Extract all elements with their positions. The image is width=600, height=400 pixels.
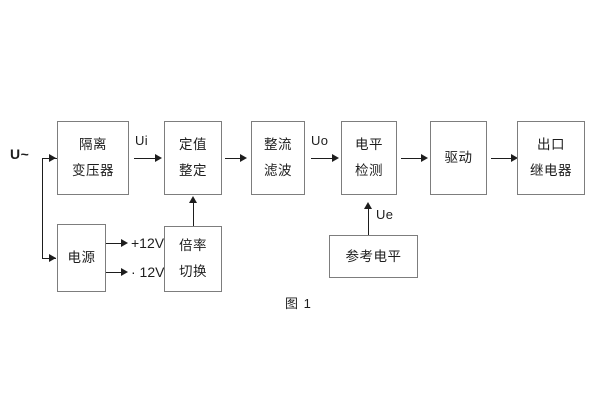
block-reference-level[interactable]: 参考电平 xyxy=(329,235,418,278)
source-branch-vertical-wire xyxy=(42,158,43,258)
block-level-detect[interactable]: 电平 检测 xyxy=(341,121,397,195)
block-power-supply[interactable]: 电源 xyxy=(57,224,106,292)
block-setting-adjust-line2: 整定 xyxy=(179,163,207,178)
rail-negative-label: · 12V xyxy=(131,264,165,280)
rail-positive-label: +12V xyxy=(131,235,165,251)
source-to-transformer-arrowhead xyxy=(49,153,56,162)
signal-uo-label: Uo xyxy=(311,133,329,148)
rectifier-to-level-detect-arrowhead xyxy=(332,153,339,162)
block-isolation-transformer[interactable]: 隔离 变压器 xyxy=(57,121,129,195)
block-rectifier-filter-line2: 滤波 xyxy=(264,163,292,178)
driver-to-output-relay-wire xyxy=(491,158,513,159)
block-level-detect-line1: 电平 xyxy=(355,137,383,153)
block-isolation-transformer-line1: 隔离 xyxy=(79,137,107,153)
block-setting-adjust-line1: 定值 xyxy=(179,137,207,153)
block-output-relay-line1: 出口 xyxy=(537,137,565,153)
block-output-relay-line2: 继电器 xyxy=(530,163,572,178)
block-output-relay[interactable]: 出口 继电器 xyxy=(517,121,585,195)
level-detect-to-driver-wire xyxy=(401,158,423,159)
block-reference-level-line1: 参考电平 xyxy=(345,248,402,264)
block-driver-line1: 驱动 xyxy=(444,150,473,166)
transformer-to-setting-arrowhead xyxy=(155,153,162,162)
driver-to-output-relay-arrowhead xyxy=(511,153,518,162)
multiplier-to-setting-wire xyxy=(193,202,194,226)
rectifier-to-level-detect-wire xyxy=(311,158,334,159)
block-rectifier-filter[interactable]: 整流 滤波 xyxy=(251,121,305,195)
signal-ue-label: Ue xyxy=(376,207,394,222)
signal-ui-label: Ui xyxy=(135,133,148,148)
block-multiplier-switch-line1: 倍率 xyxy=(179,238,207,254)
source-voltage-label: U~ xyxy=(10,146,30,162)
rail-positive-arrowhead xyxy=(121,238,128,247)
block-power-supply-line1: 电源 xyxy=(67,250,96,266)
rail-negative-arrowhead xyxy=(121,267,128,276)
reference-to-level-detect-arrowhead xyxy=(363,202,372,209)
block-level-detect-line2: 检测 xyxy=(355,163,383,178)
block-setting-adjust[interactable]: 定值 整定 xyxy=(164,121,222,195)
setting-to-rectifier-wire xyxy=(225,158,242,159)
block-rectifier-filter-line1: 整流 xyxy=(264,137,292,153)
block-driver[interactable]: 驱动 xyxy=(430,121,487,195)
rail-negative-wire xyxy=(106,272,123,273)
transformer-to-setting-wire xyxy=(134,158,157,159)
rail-positive-wire xyxy=(106,243,123,244)
source-to-power-supply-arrowhead xyxy=(49,253,56,262)
block-isolation-transformer-line2: 变压器 xyxy=(72,163,114,178)
figure-caption: 图 1 xyxy=(285,296,312,311)
reference-to-level-detect-wire xyxy=(368,208,369,235)
block-multiplier-switch-line2: 切换 xyxy=(179,264,207,279)
setting-to-rectifier-arrowhead xyxy=(240,153,247,162)
multiplier-to-setting-arrowhead xyxy=(188,196,197,203)
block-multiplier-switch[interactable]: 倍率 切换 xyxy=(164,226,222,292)
level-detect-to-driver-arrowhead xyxy=(421,153,428,162)
